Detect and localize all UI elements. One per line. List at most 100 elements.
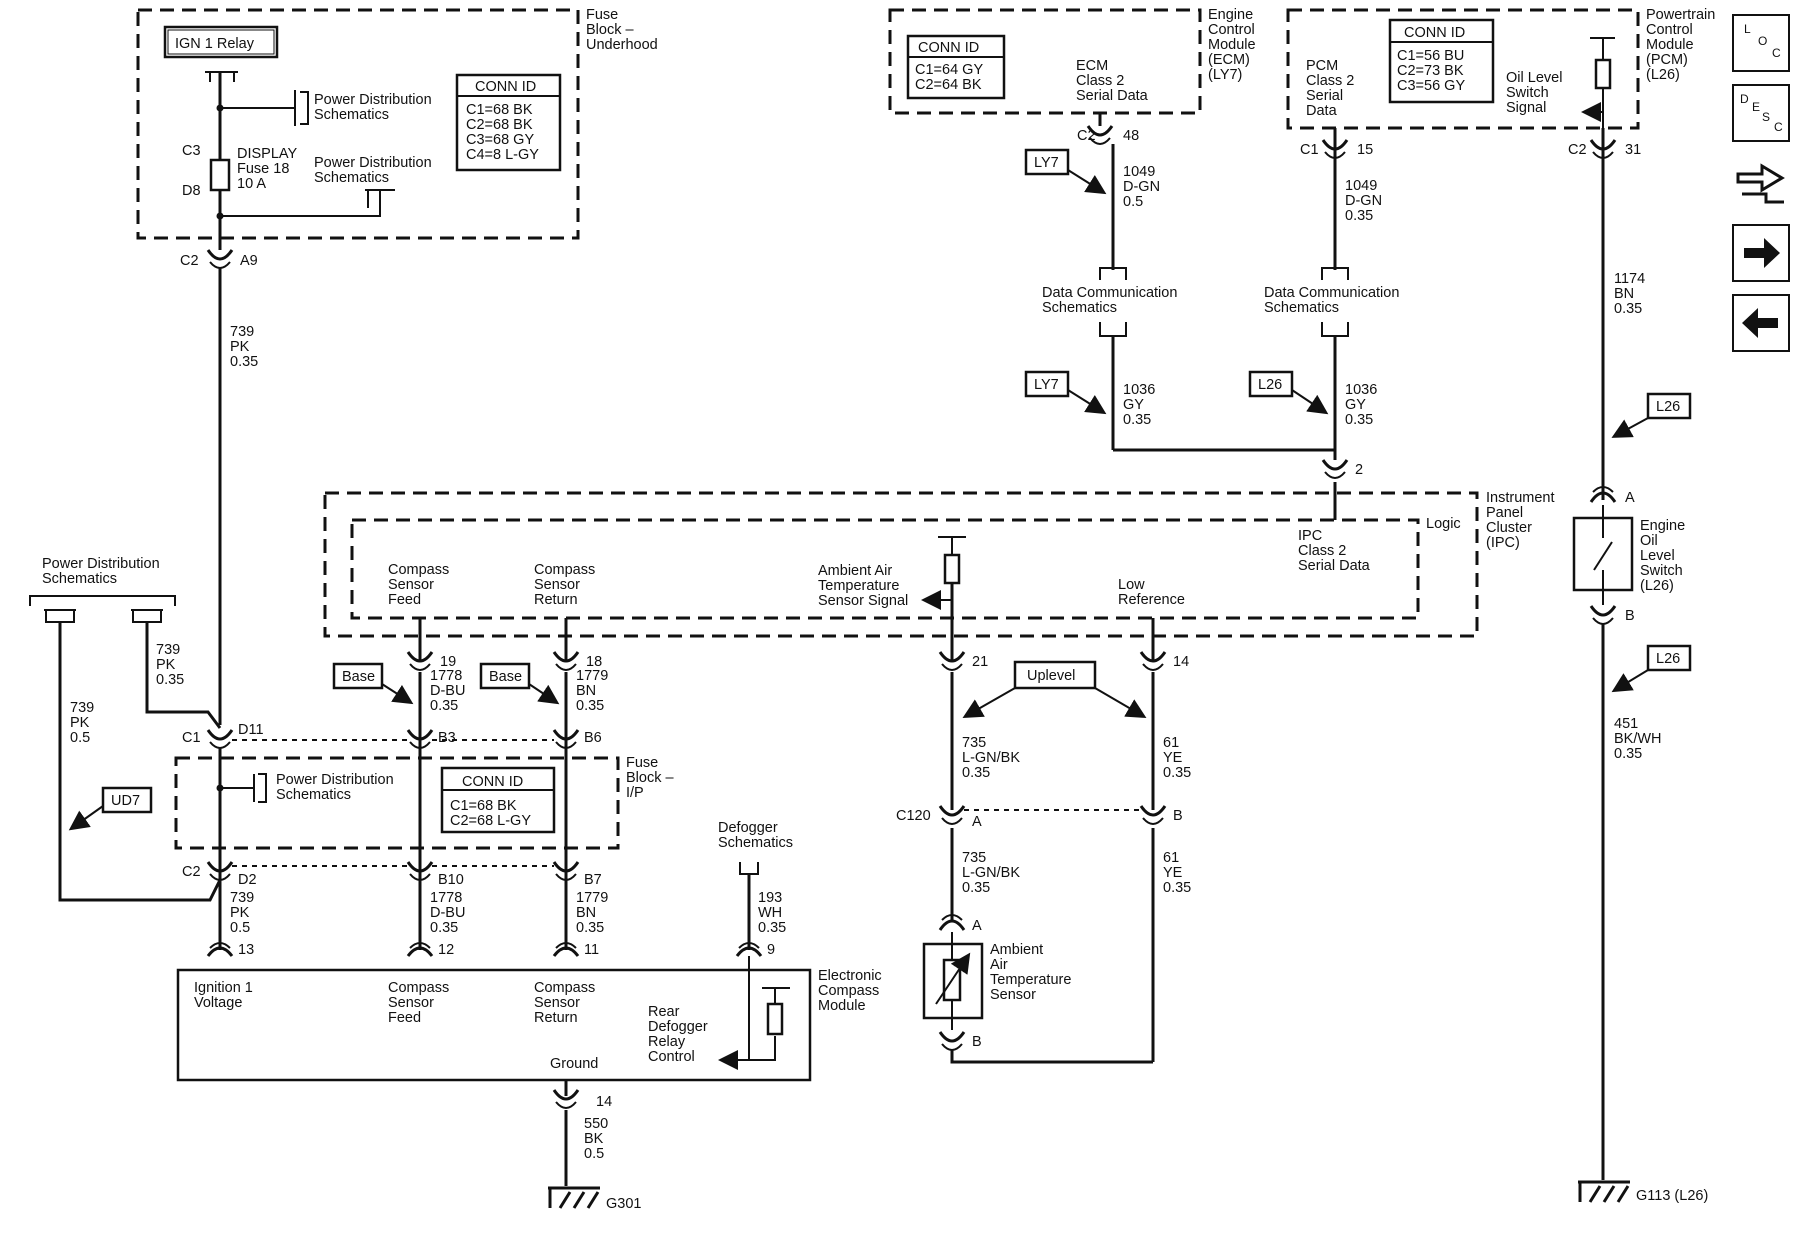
ground-g301: G301 [548,1186,641,1212]
pcm-pin-15: 15 [1357,142,1373,158]
tag-l26-3: L26 [1611,644,1692,693]
oil-switch-pin-a: A [1625,490,1635,506]
location-button[interactable]: L O C [1732,14,1790,72]
ground-g113: G113 (L26) [1578,1180,1708,1204]
connector-icon[interactable] [1732,154,1790,212]
conn-id-title-ecm: CONN ID [918,40,979,56]
svg-text:12: 12 [438,942,454,958]
connector-shape-icon [1736,163,1785,204]
c3-label: C3 [182,143,201,159]
ip-b3-label: B3 [438,730,456,746]
conn-id-title-ip: CONN ID [462,774,523,790]
previous-arrow-button[interactable] [1732,294,1790,352]
c120-pin-a: A [972,814,982,830]
c120-label: C120 [896,808,931,824]
svg-text:L26: L26 [1258,377,1282,393]
ecm-c2-label: C2 [1077,128,1096,144]
ipc-connectors: 19 18 21 14 [406,651,1189,671]
ip-c1-label: C1 [182,730,201,746]
svg-text:Base: Base [342,669,375,685]
svg-text:19: 19 [440,654,456,670]
pcm-c1-label: C1 [1300,142,1319,158]
tag-l26-2: L26 [1611,392,1692,438]
g301-label: G301 [606,1196,641,1212]
svg-text:11: 11 [584,942,599,958]
connector-c2-a9: C2 A9 [180,249,258,269]
conn-id-title-pcm: CONN ID [1404,25,1465,41]
c120-pin-b: B [1173,808,1183,824]
g113-label: G113 (L26) [1636,1188,1708,1204]
ip-b6-label: B6 [584,730,602,746]
svg-text:13: 13 [238,942,254,958]
tag-uplevel: Uplevel [962,660,1147,719]
ipc-pin-2: 2 [1355,462,1363,478]
oil-switch-pin-b: B [1625,608,1635,624]
svg-text:UD7: UD7 [111,793,140,809]
pcm-pin-31: 31 [1625,142,1641,158]
ip-b7-label: B7 [584,872,602,888]
ip-d2-label: D2 [238,872,257,888]
svg-text:Base: Base [489,669,522,685]
svg-text:L26: L26 [1656,399,1680,415]
svg-text:18: 18 [586,654,602,670]
description-button[interactable]: D E S C [1732,84,1790,142]
tag-ly7-2: LY7 [1024,370,1107,415]
tag-ly7-1: LY7 [1024,148,1107,195]
pcm-c2-label: C2 [1568,142,1587,158]
svg-text:9: 9 [767,942,775,958]
tag-base-2: Base [479,662,560,705]
svg-text:LY7: LY7 [1034,377,1059,393]
conn-id-title-underhood: CONN ID [475,79,536,95]
next-arrow-icon [1744,238,1780,268]
tag-base-1: Base [332,662,414,705]
next-arrow-button[interactable] [1732,224,1790,282]
nav-panel: L O C D E S C [1732,14,1794,364]
tag-ud7: UD7 [68,786,153,831]
c2-label-top: C2 [180,253,199,269]
